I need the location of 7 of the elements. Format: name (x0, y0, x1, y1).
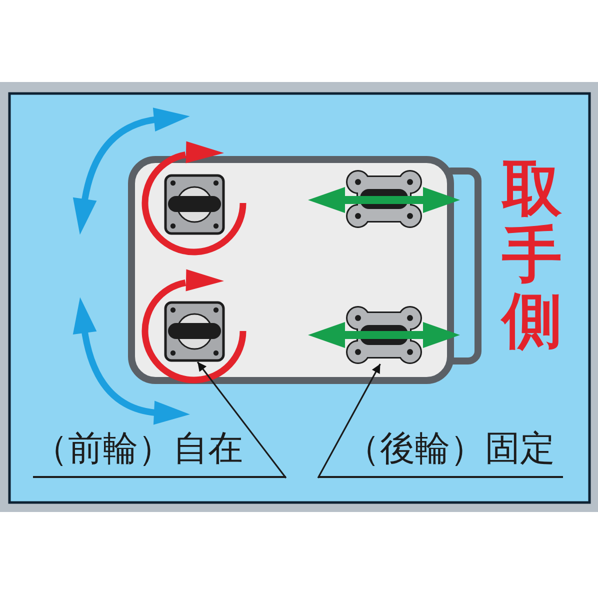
leader-line (196, 362, 287, 478)
side-label: 取手側 (502, 156, 562, 354)
leader-line (317, 364, 381, 478)
caster-drawing (346, 306, 422, 364)
underlined-label: （前輪）自在 (33, 426, 286, 478)
caster-drawing (164, 301, 225, 362)
underlined-label: （後輪）固定 (318, 426, 563, 478)
